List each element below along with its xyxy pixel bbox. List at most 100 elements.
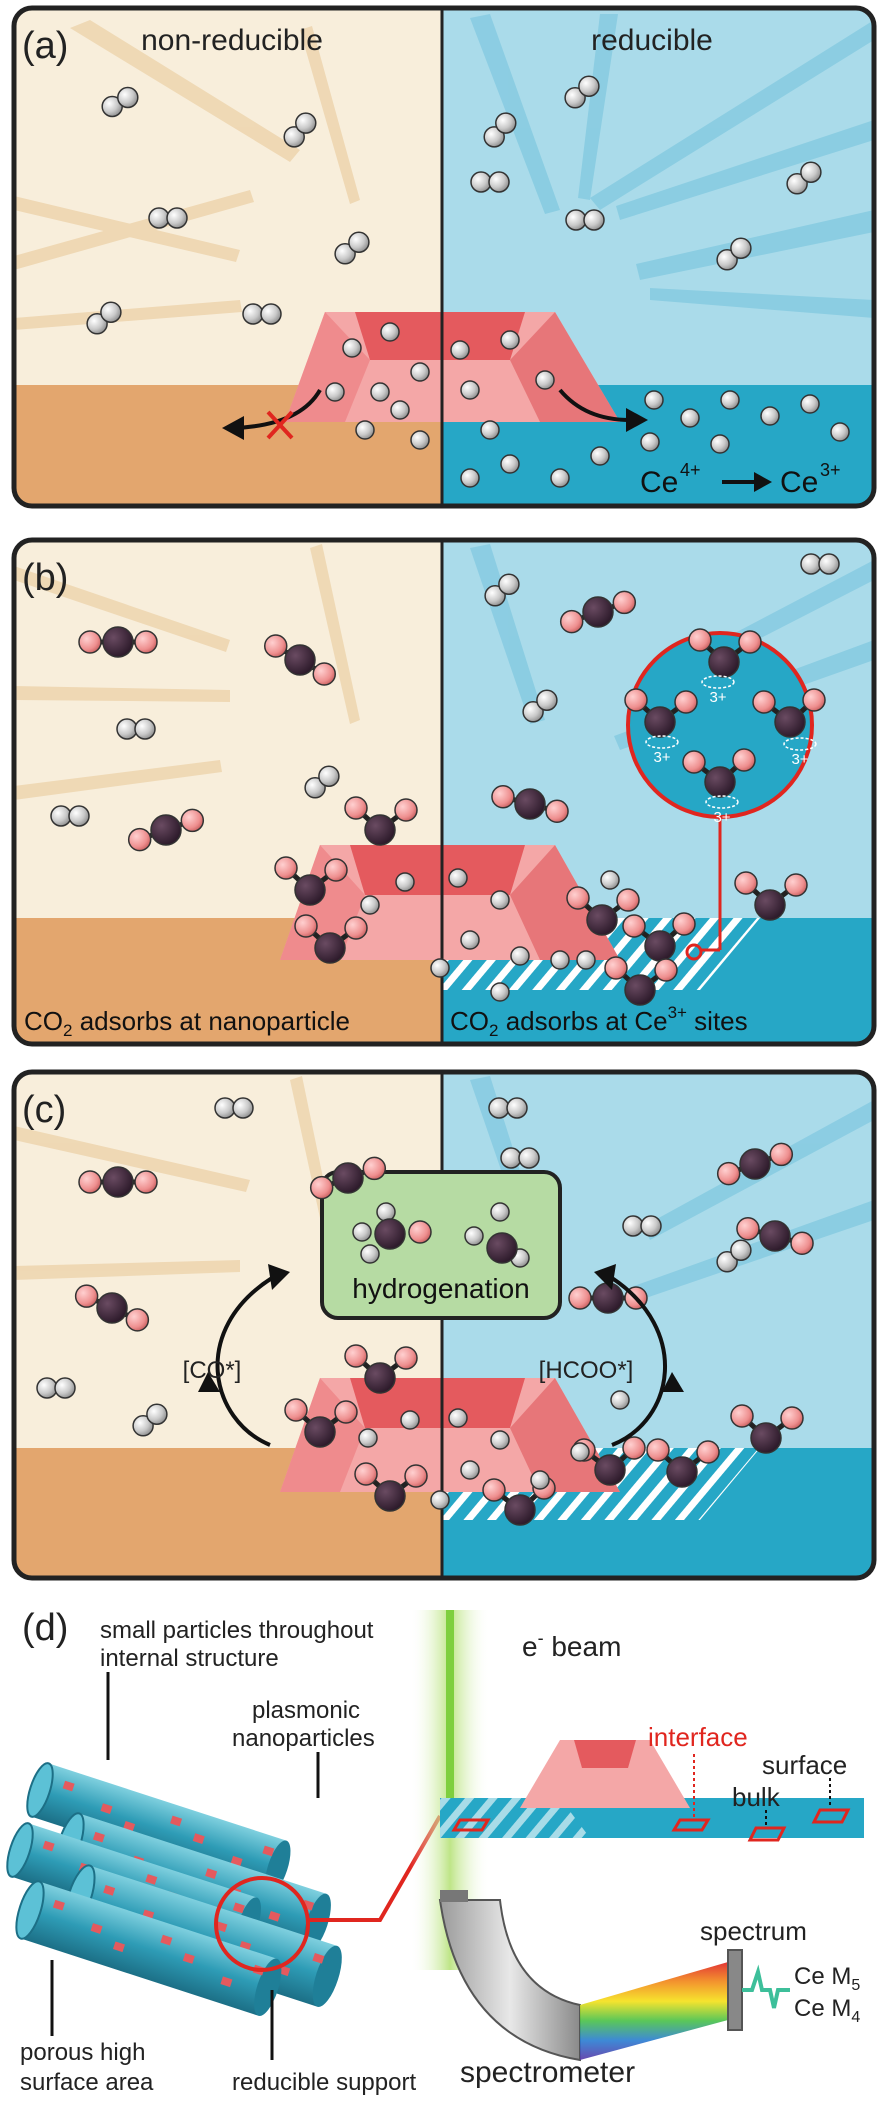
adsorbed-co2 [284, 1398, 358, 1448]
carbon-atom [739, 1148, 771, 1180]
carbon-atom [582, 596, 614, 628]
small-particles-line2: internal structure [100, 1645, 279, 1672]
hydrogen-atom [730, 1239, 752, 1261]
plasmonic-particle [220, 1976, 233, 1988]
reducible-title: reducible [591, 24, 713, 57]
ce3-site-marker [783, 737, 817, 751]
light-rays-right [470, 14, 874, 318]
hydrogen-atom [460, 1460, 480, 1480]
ce3-label: Ce [780, 466, 818, 499]
hydrogen-atom [720, 390, 740, 410]
co2-molecule [264, 634, 336, 686]
oxygen-atom [78, 1170, 102, 1194]
hydrogen-atom [148, 207, 170, 229]
porous-line1: porous high [20, 2039, 145, 2066]
hydrogen-atom [550, 468, 570, 488]
hydrogen-atom [760, 406, 780, 426]
hydrogen-atom [530, 1470, 550, 1490]
plasmonic-particle [42, 1840, 55, 1852]
oxygen-atom [646, 1438, 670, 1462]
light-rays-left-b [14, 544, 360, 800]
hydrogen-atom [117, 86, 139, 109]
caption-left-b: CO2 adsorbs at nanoparticle [24, 1006, 350, 1040]
spectrometer-body [438, 1899, 581, 2062]
carbon-atom [759, 1220, 791, 1252]
blocked-arrowhead [222, 416, 244, 440]
caption-left-b-text: CO2 adsorbs at nanoparticle [24, 1006, 350, 1040]
panel-d-letter: (d) [22, 1607, 68, 1649]
ce3-site-label: 3+ [791, 751, 808, 768]
adsorbed-co2 [294, 914, 368, 964]
hydrogen-atom [490, 890, 510, 910]
hydrogen-atom [460, 380, 480, 400]
oxygen-atom [622, 914, 646, 938]
plasmonic-line2: nanoparticles [232, 1725, 375, 1752]
hydrogen-atom [565, 209, 587, 231]
carbon-atom [594, 1454, 626, 1486]
interface-label: interface [648, 1722, 748, 1752]
hydrogen-atom [500, 1147, 522, 1169]
panel-a-letter: (a) [22, 25, 68, 67]
hydrogen-atom [464, 1226, 484, 1246]
reduction-arrowhead [754, 472, 772, 492]
oxygen-atom [730, 1404, 754, 1428]
co2-molecule [736, 1217, 814, 1255]
h2-molecule [214, 1097, 254, 1119]
panel-c-letter: (c) [22, 1089, 66, 1131]
ce3-site-marker [701, 675, 735, 689]
oxygen-atom [344, 796, 368, 820]
hydrogen-atom [800, 394, 820, 414]
h2-molecule [132, 1403, 168, 1437]
oxygen-atom [604, 956, 628, 980]
h2-molecule [483, 112, 517, 148]
hydrogen-atom [334, 243, 356, 265]
hydrogen-atom [564, 87, 586, 109]
oxygen-atom [491, 785, 515, 809]
h2-molecule [500, 1147, 540, 1169]
adsorbed-co2 [682, 748, 756, 798]
hydrogen-atom [818, 553, 840, 575]
hydrogen-atom [410, 362, 430, 382]
oxygen-atom [545, 799, 569, 823]
oxygen-atom [78, 630, 102, 654]
carbon-atom [294, 874, 326, 906]
h2-molecule [786, 161, 822, 195]
adsorbed-co2 [646, 1438, 720, 1488]
carbon-atom [102, 626, 134, 658]
hydrogen-atom [410, 430, 430, 450]
oxygen-atom [125, 1308, 150, 1332]
oxygen-atom [284, 1398, 308, 1422]
hydrogen-atom [352, 1222, 372, 1242]
co2-molecule [309, 1156, 387, 1200]
oxygen-atom [688, 628, 712, 652]
zoom-site-marker [685, 943, 703, 961]
plasmonic-particle [100, 1803, 113, 1815]
surface-marker [811, 1808, 851, 1824]
ce3-site-marker [645, 735, 679, 749]
hydrogen-atom [590, 446, 610, 466]
spectrometer-entrance [440, 1890, 468, 1902]
oxygen-atom [408, 1220, 432, 1244]
hcoo-label: [HCOO*] [539, 1357, 634, 1384]
caption-right-b: CO2 adsorbs at Ce3+ sites [450, 1003, 748, 1040]
panel-a: (a) non-reducible reducible Ce 4+ Ce 3+ [14, 8, 874, 506]
h2-molecule [50, 805, 90, 827]
carbon-atom [586, 904, 618, 936]
hydrogen-atom [380, 322, 400, 342]
hydrogen-atom [348, 231, 370, 253]
hydrogen-atom [50, 805, 72, 827]
adsorbed-co2 [752, 688, 826, 738]
h2-molecule [304, 765, 340, 799]
cylinder-end [303, 1893, 331, 1952]
oxygen-atom [674, 690, 698, 714]
cylinder-face [26, 1762, 54, 1818]
hydrogen-atom [146, 1403, 168, 1425]
hydrogen-atom [522, 701, 544, 723]
hydrogen-atom [360, 1244, 380, 1264]
oxygen-atom [354, 1462, 378, 1486]
reducible-support-label: reducible support [232, 2069, 416, 2096]
diffusion-arrowhead [626, 408, 648, 432]
panel-d: (d) small particles throughout internal … [6, 1607, 864, 2096]
carbon-atom [314, 932, 346, 964]
